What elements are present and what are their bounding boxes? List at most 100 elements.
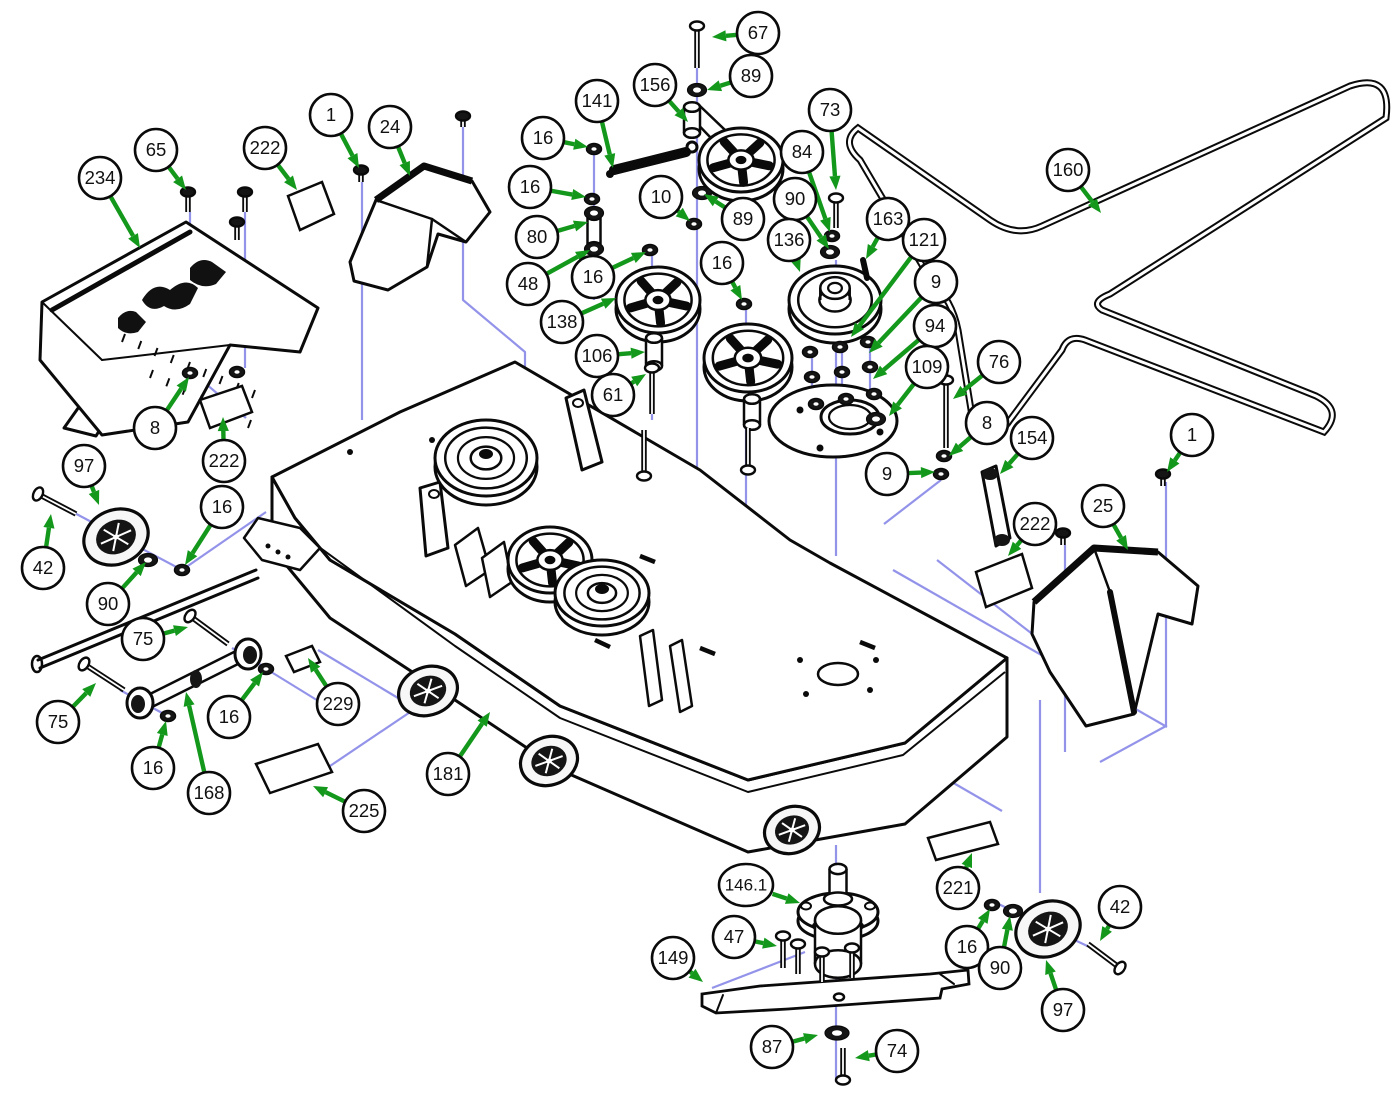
- callout-16[interactable]: 16: [944, 924, 990, 970]
- callout-arrow-221: [961, 853, 972, 869]
- callout-47[interactable]: 47: [711, 914, 757, 960]
- ellipse: [572, 398, 584, 408]
- callout-label: 89: [733, 208, 754, 229]
- callout-160[interactable]: 160: [1045, 147, 1091, 193]
- callout-156[interactable]: 156: [632, 62, 678, 108]
- callout-1[interactable]: 1: [308, 92, 354, 138]
- gauge-wheel-97: [82, 507, 150, 567]
- callout-arrow-16: [156, 721, 168, 748]
- washer: [583, 205, 605, 221]
- callout-label: 16: [583, 266, 604, 287]
- callout-80[interactable]: 80: [514, 214, 560, 260]
- callout-221[interactable]: 221: [935, 865, 981, 911]
- slot: [699, 645, 716, 657]
- callout-label: 9: [882, 463, 892, 484]
- callout-arrow-9: [869, 296, 923, 353]
- callout-arrow-9: [908, 466, 935, 479]
- callout-label: 221: [943, 877, 974, 898]
- callout-42[interactable]: 42: [1097, 884, 1143, 930]
- callout-61[interactable]: 61: [590, 372, 636, 418]
- nut: [159, 709, 177, 723]
- callout-73[interactable]: 73: [807, 87, 853, 133]
- callout-76[interactable]: 76: [976, 339, 1022, 385]
- dot: [876, 428, 884, 436]
- callout-90[interactable]: 90: [977, 945, 1023, 991]
- callout-16[interactable]: 16: [520, 115, 566, 161]
- callout-138[interactable]: 138: [539, 299, 585, 345]
- callout-10[interactable]: 10: [638, 174, 684, 220]
- callout-89[interactable]: 89: [728, 53, 774, 99]
- callout-arrow-16: [730, 281, 742, 300]
- callout-65[interactable]: 65: [133, 127, 179, 173]
- callout-222[interactable]: 222: [201, 438, 247, 484]
- leader-line: [267, 669, 321, 703]
- callout-121[interactable]: 121: [901, 217, 947, 263]
- callout-168[interactable]: 168: [186, 770, 232, 816]
- callout-label: 90: [990, 957, 1011, 978]
- callout-163[interactable]: 163: [865, 196, 911, 242]
- callout-97[interactable]: 97: [1040, 987, 1086, 1033]
- callout-label: 168: [194, 782, 225, 803]
- callout-141[interactable]: 141: [574, 78, 620, 124]
- callout-arrow-47: [755, 937, 777, 949]
- callout-25[interactable]: 25: [1080, 483, 1126, 529]
- callout-16[interactable]: 16: [570, 254, 616, 300]
- callout-222[interactable]: 222: [242, 125, 288, 171]
- callout-84[interactable]: 84: [779, 129, 825, 175]
- callout-arrow-25: [1111, 524, 1128, 550]
- callout-234[interactable]: 234: [77, 155, 123, 201]
- callout-arrow-168: [183, 692, 207, 773]
- ellipse: [243, 646, 257, 664]
- callout-9[interactable]: 9: [864, 451, 910, 497]
- callout-label: 76: [989, 351, 1010, 372]
- callout-225[interactable]: 225: [341, 788, 387, 834]
- callout-label: 75: [133, 628, 154, 649]
- callout-16[interactable]: 16: [130, 745, 176, 791]
- callout-label: 146.1: [725, 875, 768, 894]
- callout-arrow-8: [165, 377, 189, 411]
- callout-89[interactable]: 89: [720, 196, 766, 242]
- callout-75[interactable]: 75: [35, 699, 81, 745]
- callout-16[interactable]: 16: [699, 240, 745, 286]
- callout-106[interactable]: 106: [574, 333, 620, 379]
- callout-1[interactable]: 1: [1169, 412, 1215, 458]
- callout-90[interactable]: 90: [85, 581, 131, 627]
- gauge-wheel-97: [1014, 899, 1082, 959]
- callout-154[interactable]: 154: [1009, 415, 1055, 461]
- callout-67[interactable]: 67: [735, 10, 781, 56]
- callout-136[interactable]: 136: [766, 217, 812, 263]
- callout-16[interactable]: 16: [206, 694, 252, 740]
- screw: [1054, 527, 1072, 545]
- callout-87[interactable]: 87: [749, 1024, 795, 1070]
- bolt-75: [77, 656, 126, 693]
- callout-label: 16: [212, 496, 233, 517]
- callout-16[interactable]: 16: [507, 164, 553, 210]
- callout-146.1[interactable]: 146.1: [717, 862, 775, 908]
- callout-arrow-42: [1100, 924, 1112, 941]
- callout-8[interactable]: 8: [132, 405, 178, 451]
- callout-90[interactable]: 90: [772, 176, 818, 222]
- callout-24[interactable]: 24: [367, 104, 413, 150]
- callout-48[interactable]: 48: [505, 261, 551, 307]
- callout-42[interactable]: 42: [20, 545, 66, 591]
- callout-74[interactable]: 74: [874, 1028, 920, 1074]
- washer: [583, 241, 605, 257]
- callout-149[interactable]: 149: [650, 935, 696, 981]
- bolt-67: [688, 20, 706, 68]
- callout-97[interactable]: 97: [61, 443, 107, 489]
- callout-75[interactable]: 75: [120, 616, 166, 662]
- callout-8[interactable]: 8: [964, 400, 1010, 446]
- callout-222[interactable]: 222: [1012, 501, 1058, 547]
- callout-16[interactable]: 16: [199, 484, 245, 530]
- washer: [137, 552, 159, 568]
- nut: [807, 397, 825, 411]
- callout-arrow-106: [618, 347, 645, 359]
- callout-109[interactable]: 109: [904, 344, 950, 390]
- chute-decal: [190, 260, 226, 287]
- callout-181[interactable]: 181: [425, 751, 471, 797]
- callout-94[interactable]: 94: [912, 303, 958, 349]
- callout-9[interactable]: 9: [913, 259, 959, 305]
- callout-229[interactable]: 229: [315, 681, 361, 727]
- slot: [594, 637, 611, 650]
- callout-arrow-121: [851, 256, 913, 337]
